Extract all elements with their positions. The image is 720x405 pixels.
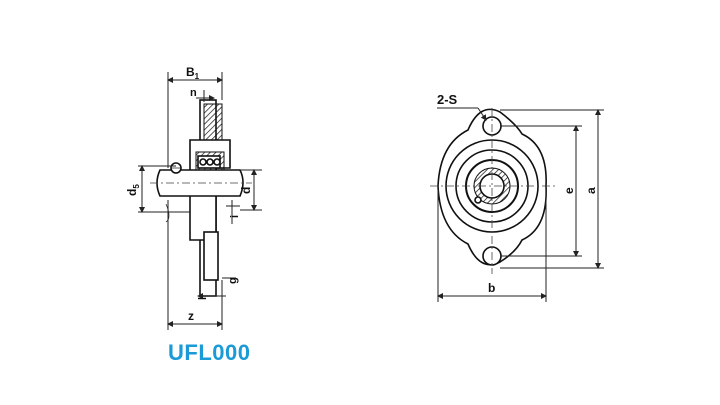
n-label: n — [190, 87, 197, 99]
g-label: g — [227, 277, 239, 284]
d5-label: d5 — [125, 184, 141, 196]
b-label: b — [488, 281, 495, 295]
e-label: e — [562, 187, 576, 194]
front-view: 2-S e a b — [430, 92, 604, 302]
d-label: d — [239, 187, 253, 194]
b1-label: B1 — [186, 65, 200, 81]
flange-lug-lower — [203, 231, 219, 281]
holes-leader — [477, 107, 487, 121]
holes-label: 2-S — [437, 92, 458, 107]
i-label: i — [229, 215, 241, 218]
ball — [206, 158, 214, 166]
model-title: UFL000 — [168, 340, 251, 365]
ball — [199, 158, 207, 166]
z-label: z — [188, 309, 194, 323]
side-view: B1 n d5 d i g l z — [125, 65, 262, 330]
ball — [213, 158, 221, 166]
grease-nipple — [474, 196, 482, 204]
shaft-break — [165, 203, 170, 223]
l-label: l — [197, 297, 209, 300]
a-label: a — [584, 187, 598, 194]
